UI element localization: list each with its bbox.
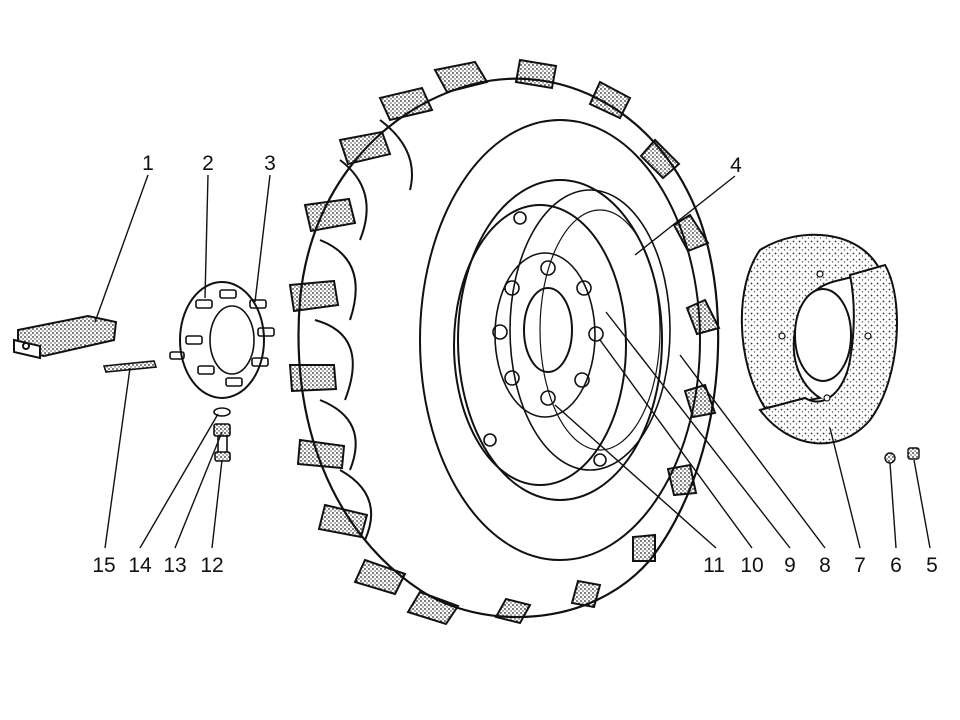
callout-5: 5 bbox=[926, 554, 938, 577]
wheel-center-bore bbox=[523, 287, 573, 373]
part-7-split-disc-cover bbox=[740, 233, 898, 445]
wheel-disc bbox=[453, 204, 627, 486]
callout-14: 14 bbox=[128, 554, 152, 577]
callout-11: 11 bbox=[703, 554, 725, 577]
leader-lines bbox=[94, 174, 931, 549]
callout-12: 12 bbox=[200, 554, 223, 577]
part-14-lock-washer bbox=[213, 407, 231, 417]
wheel-bolt-holes bbox=[483, 211, 607, 467]
part-7-bolt-holes bbox=[778, 270, 872, 402]
callout-13: 13 bbox=[163, 554, 186, 577]
part-1-clamp-block bbox=[13, 314, 118, 360]
leader-7 bbox=[829, 427, 861, 549]
part-3-wheel-studs bbox=[169, 289, 275, 387]
wheel-rim bbox=[457, 179, 671, 501]
leader-13 bbox=[174, 431, 223, 549]
callout-9: 9 bbox=[784, 554, 796, 577]
leader-11 bbox=[554, 404, 717, 549]
leader-14 bbox=[139, 413, 219, 549]
leader-5 bbox=[913, 459, 931, 549]
callout-2: 2 bbox=[202, 152, 214, 175]
callout-1: 1 bbox=[142, 152, 154, 175]
leader-9 bbox=[605, 311, 791, 549]
callout-6: 6 bbox=[890, 554, 902, 577]
leader-1 bbox=[94, 174, 149, 323]
callout-3: 3 bbox=[264, 152, 276, 175]
part-15-key-strip bbox=[102, 360, 158, 373]
part-6-nut bbox=[884, 452, 896, 464]
leader-4 bbox=[634, 175, 736, 256]
part-5-nut bbox=[907, 447, 920, 460]
leader-3 bbox=[254, 174, 271, 303]
tyre bbox=[288, 58, 721, 626]
part-2-hub-ring bbox=[169, 281, 275, 399]
callout-7: 7 bbox=[854, 554, 866, 577]
part-13-nut bbox=[213, 423, 231, 437]
callout-15: 15 bbox=[92, 554, 115, 577]
leader-8 bbox=[679, 354, 826, 549]
tyre-body bbox=[297, 77, 720, 619]
leader-15 bbox=[104, 367, 131, 549]
leader-6 bbox=[889, 462, 897, 549]
leader-12 bbox=[211, 459, 223, 549]
tyre-sidewall bbox=[419, 119, 701, 561]
callout-4: 4 bbox=[730, 154, 742, 177]
callout-labels: 1 2 3 4 5 6 7 8 9 10 11 12 13 14 15 bbox=[92, 152, 938, 577]
callout-8: 8 bbox=[819, 554, 831, 577]
leader-2 bbox=[204, 174, 209, 299]
callout-10: 10 bbox=[740, 554, 763, 577]
part-12-bolt bbox=[214, 435, 231, 462]
tyre-tread-grooves bbox=[314, 119, 413, 541]
leader-10 bbox=[599, 339, 753, 549]
